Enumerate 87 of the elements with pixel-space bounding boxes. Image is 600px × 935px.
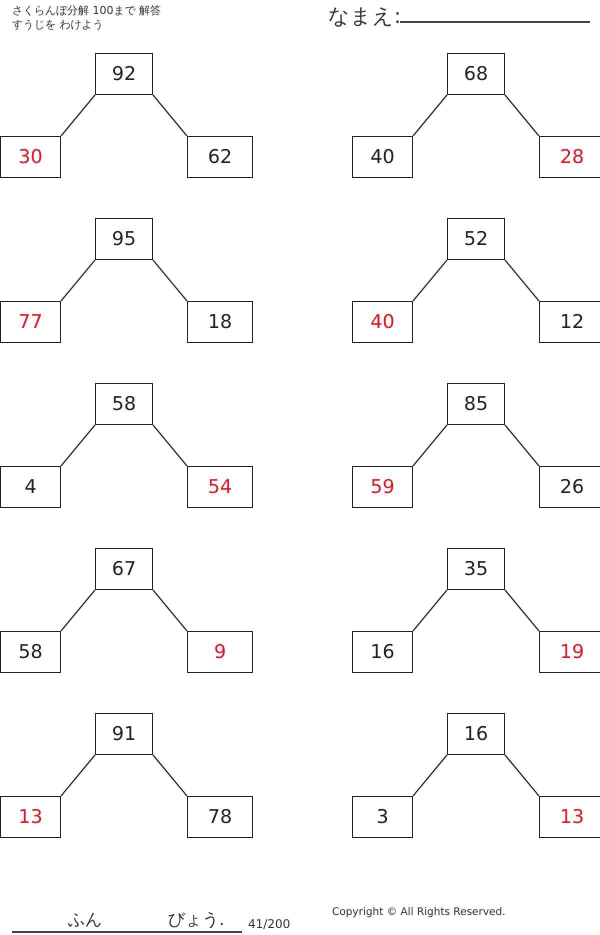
number: 35	[464, 558, 488, 580]
answer-number: 77	[18, 311, 43, 333]
number-box	[539, 631, 600, 673]
number-box	[187, 796, 253, 838]
minutes-label: ふん	[68, 909, 102, 931]
number-box	[352, 631, 413, 673]
worksheet-title: さくらんぼ分解 100まで 解答	[12, 3, 161, 18]
connector-line	[412, 94, 448, 136]
number: 18	[208, 311, 232, 333]
number: 4	[24, 476, 37, 498]
number-box	[187, 301, 253, 343]
answer-number: 13	[18, 806, 43, 828]
number-box	[539, 136, 600, 178]
connector-line	[60, 260, 96, 302]
number: 26	[560, 476, 584, 498]
connector-line	[504, 424, 540, 466]
number: 16	[370, 641, 395, 663]
connector-line	[60, 94, 96, 136]
answer-number: 40	[370, 311, 395, 333]
answer-number: 28	[560, 146, 584, 168]
number-box	[539, 301, 600, 343]
worksheet-subtitle: すうじを わけよう	[12, 17, 104, 32]
number-box	[447, 548, 505, 590]
number-box	[0, 796, 61, 838]
number-box	[447, 383, 505, 425]
connector-line	[60, 754, 96, 796]
connector-line	[412, 260, 448, 302]
number: 67	[112, 558, 136, 580]
number-box	[0, 466, 61, 508]
copyright-notice: Copyright © All Rights Reserved.	[332, 906, 506, 918]
connector-line	[152, 754, 188, 796]
number-box	[0, 631, 61, 673]
number: 68	[464, 63, 488, 85]
connector-line	[504, 754, 540, 796]
answer-number: 30	[18, 146, 43, 168]
connector-line	[504, 260, 540, 302]
number: 58	[112, 393, 136, 415]
answer-number: 59	[370, 476, 395, 498]
number: 3	[376, 806, 389, 828]
number-box	[352, 136, 413, 178]
connector-line	[152, 590, 188, 632]
number-box	[447, 218, 505, 260]
number-box	[352, 796, 413, 838]
number: 58	[18, 641, 43, 663]
number-box	[352, 301, 413, 343]
name-label: なまえ:	[328, 3, 402, 30]
number: 95	[112, 228, 136, 250]
number-box	[95, 713, 153, 755]
number: 16	[464, 723, 488, 745]
number-box	[187, 466, 253, 508]
number: 52	[464, 228, 488, 250]
number-box	[0, 136, 61, 178]
number-box	[0, 301, 61, 343]
number-box	[447, 713, 505, 755]
connector-line	[504, 94, 540, 136]
connector-line	[504, 590, 540, 632]
number-box	[95, 548, 153, 590]
page-number: 41/200	[248, 917, 290, 931]
connector-line	[152, 94, 188, 136]
connector-line	[152, 260, 188, 302]
connector-line	[60, 590, 96, 632]
number-box	[187, 631, 253, 673]
connector-line	[152, 424, 188, 466]
number-box	[352, 466, 413, 508]
number: 40	[370, 146, 395, 168]
connector-line	[412, 590, 448, 632]
connector-line	[412, 424, 448, 466]
number-box	[187, 136, 253, 178]
seconds-label: びょう.	[168, 909, 224, 931]
number: 85	[464, 393, 488, 415]
connector-line	[412, 754, 448, 796]
answer-number: 19	[560, 641, 584, 663]
number-box	[95, 218, 153, 260]
number-box	[95, 53, 153, 95]
number: 91	[112, 723, 136, 745]
number: 62	[208, 146, 232, 168]
number-box	[95, 383, 153, 425]
number: 12	[560, 311, 584, 333]
number-box	[447, 53, 505, 95]
answer-number: 13	[560, 806, 584, 828]
answer-number: 54	[208, 476, 232, 498]
number: 78	[208, 806, 232, 828]
number-box	[539, 796, 600, 838]
number-box	[539, 466, 600, 508]
number: 92	[112, 63, 136, 85]
answer-number: 9	[214, 641, 226, 663]
connector-line	[60, 424, 96, 466]
